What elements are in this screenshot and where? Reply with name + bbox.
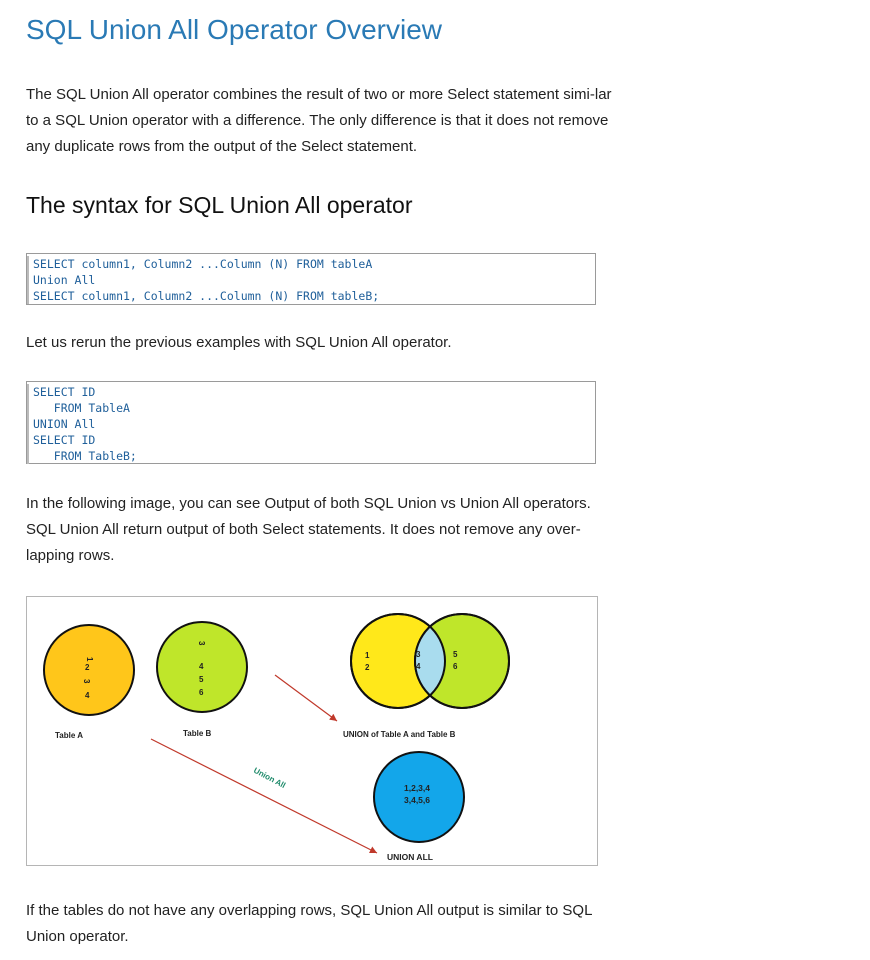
union-right-outline	[414, 613, 510, 709]
union-all-line-1: 1,2,3,4	[404, 783, 430, 793]
union-label: UNION of Table A and Table B	[343, 730, 456, 739]
union-right-value: 5	[453, 650, 458, 659]
table-b-label: Table B	[183, 729, 212, 738]
rerun-paragraph: Let us rerun the previous examples with …	[26, 334, 452, 351]
union-venn-figure: 1 2 3 4 Table A 3 4 5 6 Table B 1 2 3 4 …	[26, 596, 598, 866]
page-title: SQL Union All Operator Overview	[26, 14, 443, 45]
table-b-value: 6	[199, 688, 204, 697]
code-line: SELECT ID	[27, 432, 595, 448]
table-a-label: Table A	[55, 731, 83, 740]
closing-paragraph: If the tables do not have any overlappin…	[26, 902, 592, 945]
syntax-heading: The syntax for SQL Union All operator	[26, 192, 413, 218]
code-line: SELECT column1, Column2 ...Column (N) FR…	[27, 288, 595, 304]
code-line: SELECT column1, Column2 ...Column (N) FR…	[27, 256, 595, 272]
table-b-value: 3	[197, 641, 206, 646]
intro-paragraph: The SQL Union All operator combines the …	[26, 86, 612, 155]
table-a-value: 3	[82, 679, 91, 684]
union-all-line-2: 3,4,5,6	[404, 795, 430, 805]
union-overlap-value: 3	[416, 650, 421, 659]
example-code-block: SELECT ID FROM TableA UNION All SELECT I…	[26, 381, 596, 464]
table-a-value: 4	[85, 691, 90, 700]
union-left-value: 1	[365, 651, 370, 660]
code-line: SELECT ID	[27, 384, 595, 400]
table-a-circle	[43, 624, 135, 716]
table-b-circle	[156, 621, 248, 713]
table-a-value: 1	[85, 657, 94, 662]
union-right-value: 6	[453, 662, 458, 671]
syntax-code-block: SELECT column1, Column2 ...Column (N) FR…	[26, 253, 596, 305]
table-a-value: 2	[85, 663, 90, 672]
union-left-outline	[350, 613, 446, 709]
union-arrow	[274, 674, 338, 722]
venn-diagram: 1 2 3 4 Table A 3 4 5 6 Table B 1 2 3 4 …	[43, 613, 510, 862]
union-all-arrow-label: Union All	[252, 766, 287, 790]
union-all-label: UNION ALL	[387, 852, 433, 862]
table-b-value: 5	[199, 675, 204, 684]
union-left-value: 2	[365, 663, 370, 672]
code-line: UNION All	[27, 416, 595, 432]
image-intro-paragraph: In the following image, you can see Outp…	[26, 495, 591, 564]
union-overlap-value: 4	[416, 662, 421, 671]
code-line: FROM TableB;	[27, 448, 595, 464]
code-line: Union All	[27, 272, 595, 288]
union-all-circle	[373, 751, 465, 843]
code-line: FROM TableA	[27, 400, 595, 416]
union-all-arrow	[150, 738, 378, 854]
table-b-value: 4	[199, 662, 204, 671]
